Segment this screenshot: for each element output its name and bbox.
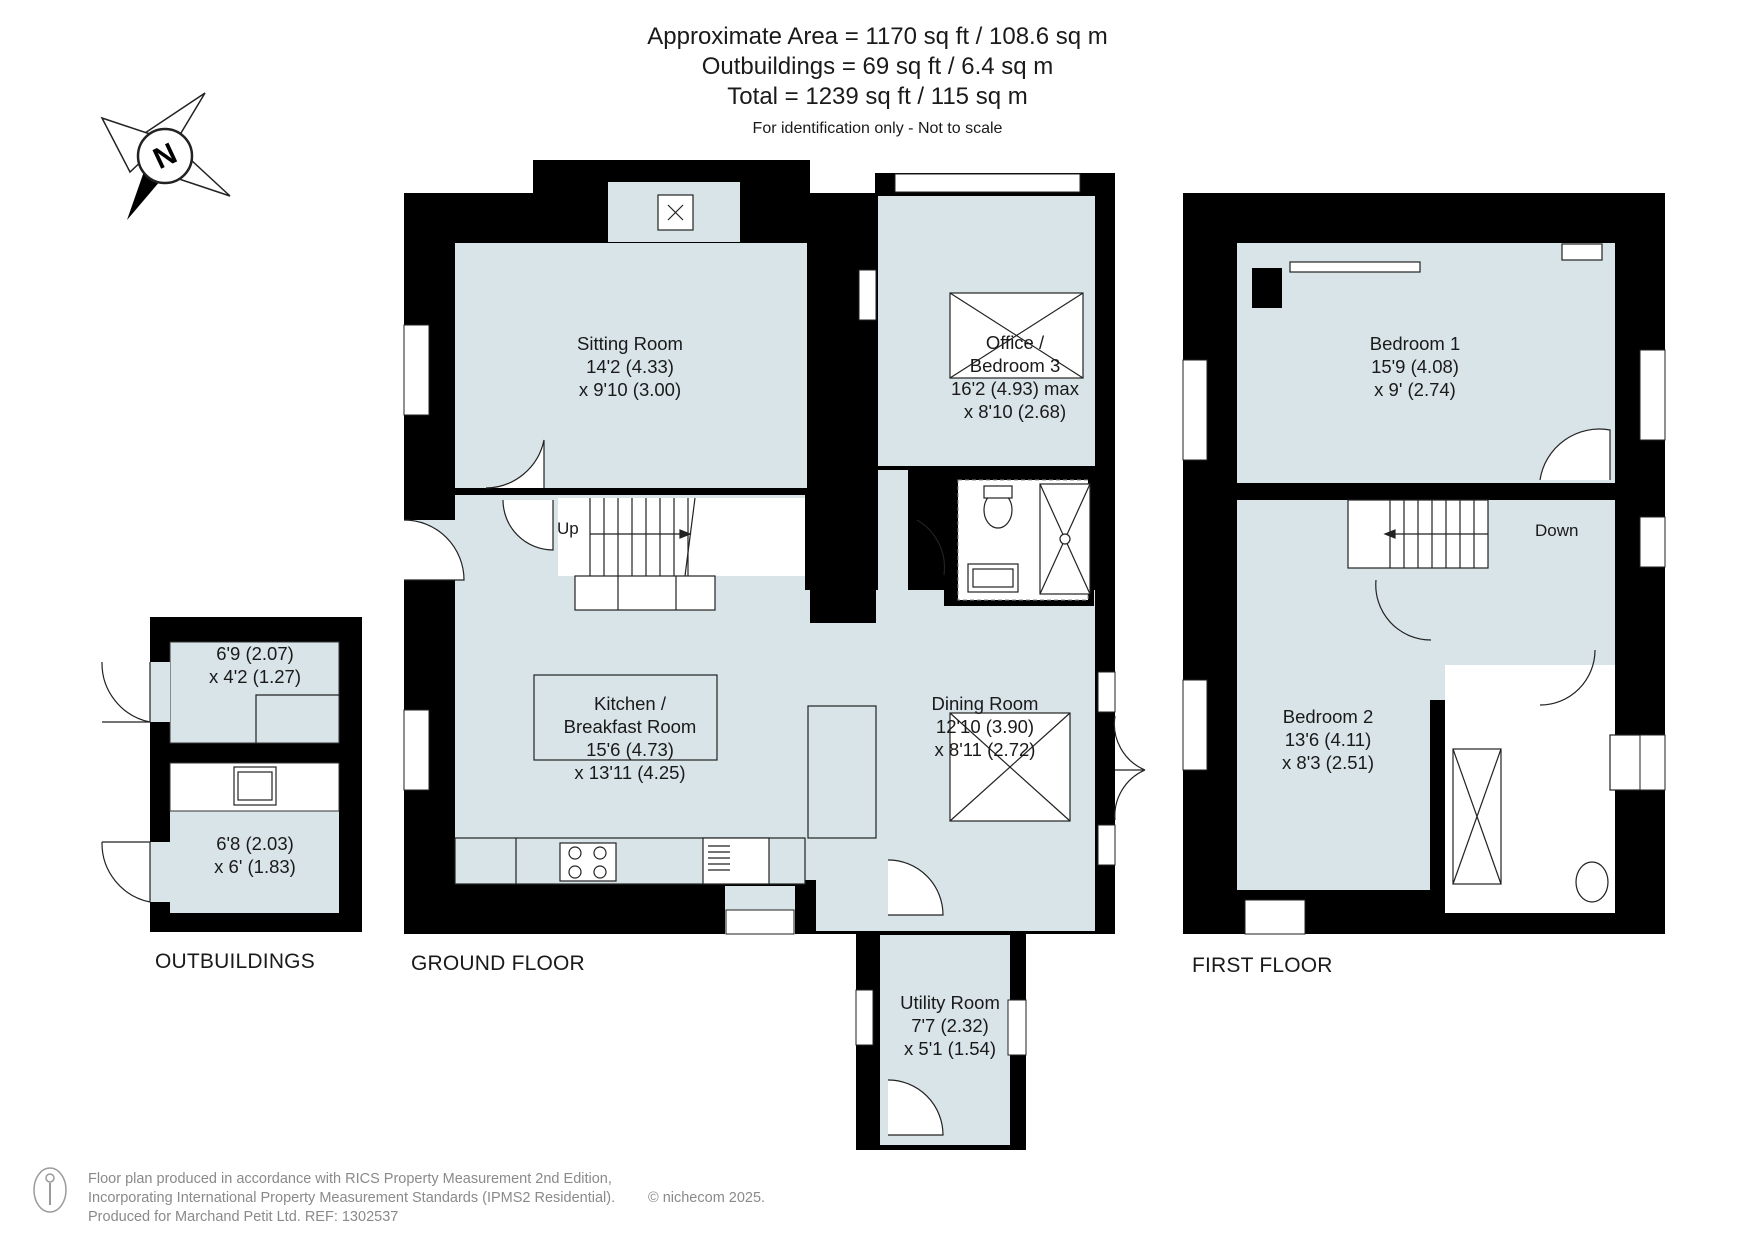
kitchen-dim2: x 13'11 (4.25) [574, 762, 686, 783]
person-icon [33, 1167, 67, 1213]
office-bedroom3-label: Office / Bedroom 3 16'2 (4.93) max x 8'1… [925, 331, 1105, 423]
outbuilding-top-dim2: x 4'2 (1.27) [209, 666, 301, 687]
dining-room-dim1: 12'10 (3.90) [935, 716, 1035, 737]
bedroom2-dim1: 13'6 (4.11) [1284, 729, 1372, 750]
utility-room-dim1: 7'7 (2.32) [911, 1015, 989, 1036]
kitchen-name2: Breakfast Room [563, 716, 697, 737]
stairs-down-label: Down [1535, 521, 1579, 540]
footer-line3: Produced for Marchand Petit Ltd. REF: 13… [88, 1209, 399, 1225]
sitting-room-dim2: x 9'10 (3.00) [578, 379, 682, 400]
sitting-room-label: Sitting Room 14'2 (4.33) x 9'10 (3.00) [535, 332, 725, 401]
first-floor-label: FIRST FLOOR [1192, 954, 1333, 977]
bedroom1-dim1: 15'9 (4.08) [1371, 356, 1459, 377]
bedroom2-name: Bedroom 2 [1282, 706, 1374, 727]
office-name1: Office / [985, 332, 1045, 353]
first-floor-plan [1182, 193, 1666, 935]
footer-text: Floor plan produced in accordance with R… [88, 1170, 765, 1227]
ground-floor-plan [403, 160, 1146, 1150]
kitchen-breakfast-room-label: Kitchen / Breakfast Room 15'6 (4.73) x 1… [535, 692, 725, 784]
bedroom1-name: Bedroom 1 [1369, 333, 1461, 354]
total-area-text: Total = 1239 sq ft / 115 sq m [727, 83, 1028, 110]
outbuildings-area-text: Outbuildings = 69 sq ft / 6.4 sq m [701, 53, 1054, 80]
outbuilding-bottom-dim2: x 6' (1.83) [214, 856, 296, 877]
kitchen-dim1: 15'6 (4.73) [586, 739, 674, 760]
outbuilding-bottom-dim1: 6'8 (2.03) [216, 833, 294, 854]
sitting-room-dim1: 14'2 (4.33) [586, 356, 674, 377]
sitting-room-name: Sitting Room [577, 333, 683, 354]
dining-room-label: Dining Room 12'10 (3.90) x 8'11 (2.72) [895, 692, 1075, 761]
north-arrow-icon: N [100, 92, 231, 220]
outbuilding-bottom-label: 6'8 (2.03) x 6' (1.83) [175, 832, 335, 878]
footer-line1: Floor plan produced in accordance with R… [88, 1171, 612, 1187]
utility-room-label: Utility Room 7'7 (2.32) x 5'1 (1.54) [870, 991, 1030, 1060]
outbuildings-label: OUTBUILDINGS [155, 950, 315, 973]
kitchen-name1: Kitchen / [594, 693, 666, 714]
dining-room-name: Dining Room [931, 693, 1039, 714]
office-dim2: x 8'10 (2.68) [963, 401, 1067, 422]
identification-note: For identification only - Not to scale [752, 120, 1003, 137]
ground-floor-label: GROUND FLOOR [411, 952, 585, 975]
bedroom1-label: Bedroom 1 15'9 (4.08) x 9' (2.74) [1335, 332, 1495, 401]
dining-room-dim2: x 8'11 (2.72) [934, 739, 1036, 760]
utility-room-name: Utility Room [900, 992, 1000, 1013]
office-name2: Bedroom 3 [969, 355, 1061, 376]
outbuildings-plan [101, 617, 362, 932]
bedroom1-dim2: x 9' (2.74) [1374, 379, 1456, 400]
footer-line2: Incorporating International Property Mea… [88, 1190, 616, 1206]
utility-room-dim2: x 5'1 (1.54) [904, 1038, 996, 1059]
outbuilding-top-dim1: 6'9 (2.07) [216, 643, 294, 664]
bedroom2-label: Bedroom 2 13'6 (4.11) x 8'3 (2.51) [1248, 705, 1408, 774]
bedroom2-dim2: x 8'3 (2.51) [1282, 752, 1374, 773]
outbuilding-top-label: 6'9 (2.07) x 4'2 (1.27) [175, 642, 335, 688]
office-dim1: 16'2 (4.93) max [951, 378, 1079, 399]
stairs-up-label: Up [557, 519, 579, 538]
approximate-area-text: Approximate Area = 1170 sq ft / 108.6 sq… [647, 23, 1108, 50]
footer-copyright: © nichecom 2025. [648, 1190, 766, 1206]
